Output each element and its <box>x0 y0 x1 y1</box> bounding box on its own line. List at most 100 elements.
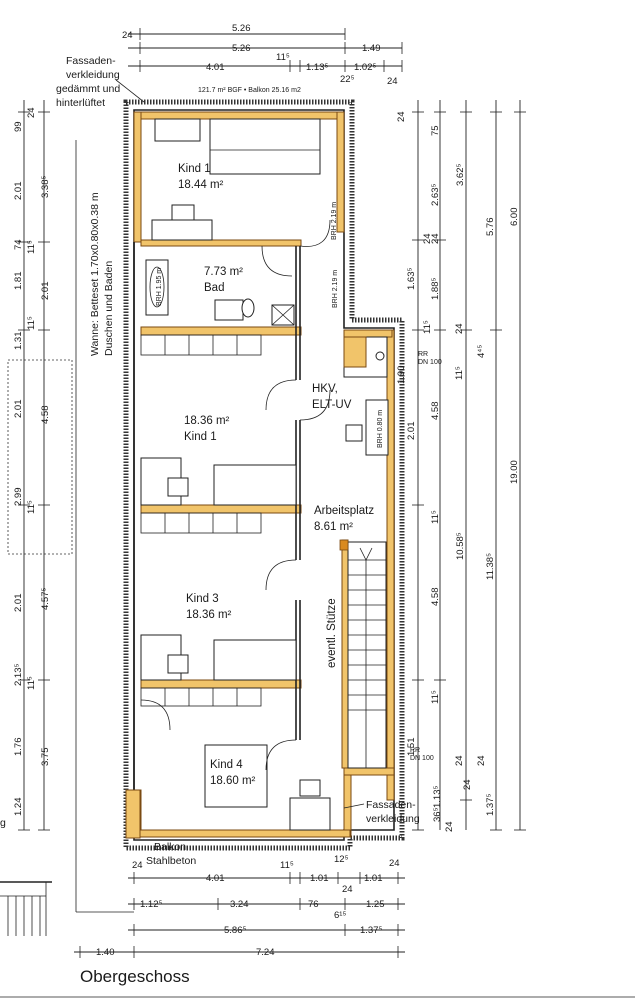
facade-top-line-2: verkleidung <box>66 69 120 81</box>
tub-note-line-1: Wanne: Betteset 1.70x0.80x0.38 m <box>89 192 101 356</box>
dim-left-a-5: 1.81 <box>13 272 24 291</box>
dim-bottom-r1-2: 11⁵ <box>280 860 294 871</box>
dim-bottom-r1-7: 24 <box>389 858 400 869</box>
facade-top-line-1: Fassaden- <box>66 55 116 67</box>
dim-right-d-0: 5.76 <box>485 218 496 237</box>
dim-bottom-r4-1: 7.24 <box>256 947 275 958</box>
dim-right-a-0: 24 <box>396 111 407 122</box>
facade-bottom-line-1: Fassaden- <box>366 799 416 811</box>
dim-left-a-2: 2.01 <box>13 182 24 201</box>
dim-top-r3-1: 11⁵ <box>276 52 290 63</box>
dim-right-b-9: 24 <box>476 755 487 766</box>
dim-right-a-7: 11⁵ <box>430 690 441 704</box>
facade-top-line-4: hinterlüftet <box>56 97 105 109</box>
dim-bottom-r2-2: 76 <box>308 899 319 910</box>
dim-right-b-6: 4.58 <box>430 402 441 421</box>
rr-bottom-line-2: DN 100 <box>410 755 434 762</box>
dim-left-a-14: 1.76 <box>13 738 24 757</box>
dim-bottom-r2-0: 1.12⁵ <box>140 899 162 910</box>
facade-annotation-top: Fassaden- verkleidung gedämmt und hinter… <box>56 55 145 109</box>
room-area-kind1-top: 18.44 m² <box>178 179 224 191</box>
dim-left-a-12: 2.13⁵ <box>13 664 24 686</box>
tub-note-line-2: Duschen und Baden <box>103 261 115 356</box>
dim-right-a-2: 1.63⁵ <box>406 268 417 290</box>
dim-left-b-2: 4.58 <box>40 406 51 425</box>
dim-right-a-1: 24 <box>422 233 433 244</box>
dim-left-b-4: 3.75 <box>40 748 51 767</box>
furniture <box>140 118 389 831</box>
dim-top-r3-0: 4.01 <box>206 62 225 73</box>
dim-right-d-1: 11.38⁵ <box>485 553 496 580</box>
dim-top-r1-0: 24 <box>122 30 133 41</box>
dim-right-c-2: 10.58⁵ <box>455 532 466 560</box>
dim-right-c-0: 3.62⁵ <box>455 164 466 186</box>
dim-left-a-11: 2.01 <box>13 594 24 613</box>
dim-right-c-3: 24 <box>462 779 473 790</box>
support-label: eventl. Stütze <box>326 598 338 668</box>
room-area-kind1-mid: 18.36 m² <box>184 415 230 427</box>
dim-left-b-3: 4.57⁵ <box>40 588 51 610</box>
room-area-kind3: 18.36 m² <box>186 609 232 621</box>
dim-left-a-9: 2.99 <box>13 488 24 507</box>
room-area-arbeitsplatz: 8.61 m² <box>314 521 353 533</box>
dim-bottom-r1-6: 1.01 <box>364 873 383 884</box>
room-labels: Kind 1 18.44 m² 7.73 m² Bad 18.36 m² Kin… <box>0 163 442 867</box>
room-name-bad: Bad <box>204 282 224 294</box>
dim-left-a-6: 11⁵ <box>26 316 37 330</box>
rr-bottom-line-1: RR <box>410 747 420 754</box>
dim-right-a-4: 1.90 <box>396 366 407 385</box>
room-name-arbeitsplatz: Arbeitsplatz <box>314 505 374 517</box>
dim-right-b-4: 24 <box>454 323 465 334</box>
dim-left-a-0: 99 <box>13 121 24 132</box>
facade-bottom-line-2: verkleidung <box>366 813 420 825</box>
staircase <box>347 541 387 769</box>
stair-fragment <box>0 881 52 936</box>
room-name-kind4: Kind 4 <box>210 759 243 771</box>
dim-right-b-1: 2.63⁵ <box>430 184 441 206</box>
brh-label-a: BRH 2.19 m <box>331 202 338 240</box>
dim-left-a-13: 11⁵ <box>26 676 37 690</box>
dim-right-b-0: 75 <box>430 125 441 136</box>
rr-top-line-1: RR <box>418 351 428 358</box>
room-name-kind3: Kind 3 <box>186 593 219 605</box>
dim-left-a-3: 74 <box>13 239 24 250</box>
dim-right-b-2: 24 <box>430 233 441 244</box>
dim-left-a-15: 1.24 <box>13 798 24 817</box>
dim-right-a-3: 11⁵ <box>422 320 433 334</box>
dim-left-a-10: 11⁵ <box>26 500 37 514</box>
dim-right-b-8: 1.13⁵ <box>432 786 443 808</box>
header-note: 121.7 m² BGF • Balkon 25.16 m2 <box>198 87 301 94</box>
dim-left-a-7: 1.31 <box>13 332 24 351</box>
dim-bottom-r1-5: 24 <box>342 884 353 895</box>
dim-bottom-r3-0: 5.86⁵ <box>224 925 246 936</box>
dim-right-e-1: 19.00 <box>509 460 520 484</box>
dim-right-a-5: 2.01 <box>406 422 417 441</box>
dim-right-c-1: 4⁴⁵ <box>476 345 487 358</box>
dim-bottom-r1-4: 1.01 <box>310 873 329 884</box>
dim-top-r2-1: 1.49 <box>362 43 381 54</box>
brh-label-bath: BRH 1.95 m <box>156 268 163 306</box>
dim-left-a-4: 11⁵ <box>26 240 37 254</box>
dim-bottom-r1-0: 24 <box>132 860 143 871</box>
facade-top-line-3: gedämmt und <box>56 83 120 95</box>
dim-bottom-r2-3: 6¹⁵ <box>334 910 346 921</box>
hkv-line-1: HKV, <box>312 383 338 395</box>
hkv-line-2: ELT-UV <box>312 399 352 411</box>
dim-bottom-r1-3: 12⁵ <box>334 854 349 865</box>
left-dimensions: 99 24 2.01 74 11⁵ 1.81 11⁵ 1.31 2.01 2.9… <box>7 100 73 831</box>
dim-top-r3-2: 1.13⁵ <box>306 62 328 73</box>
top-dimensions: 24 5.26 5.26 1.49 4.01 11⁵ 1.13⁵ 1.02⁵ 2… <box>122 23 403 94</box>
dim-bottom-r3-1: 1.37⁵ <box>360 925 382 936</box>
dim-bottom-r2-4: 1.25 <box>366 899 385 910</box>
dim-right-e-0: 6.00 <box>509 208 520 227</box>
brh-label-b: BRH 2.19 m <box>332 270 339 308</box>
room-area-bad: 7.73 m² <box>204 266 243 278</box>
dim-right-a-6: 11⁵ <box>430 510 441 524</box>
dim-top-r3-4: 22⁵ <box>340 74 355 85</box>
rr-top-line-2: DN 100 <box>418 359 442 366</box>
dim-left-a-1: 24 <box>26 107 37 118</box>
dim-right-b-7: 4.58 <box>430 588 441 607</box>
dim-bottom-r4-0: 1.40 <box>96 947 115 958</box>
right-dimensions: 24 24 1.63⁵ 11⁵ 1.90 2.01 11⁵ 11⁵ 1.51 2… <box>396 100 526 832</box>
